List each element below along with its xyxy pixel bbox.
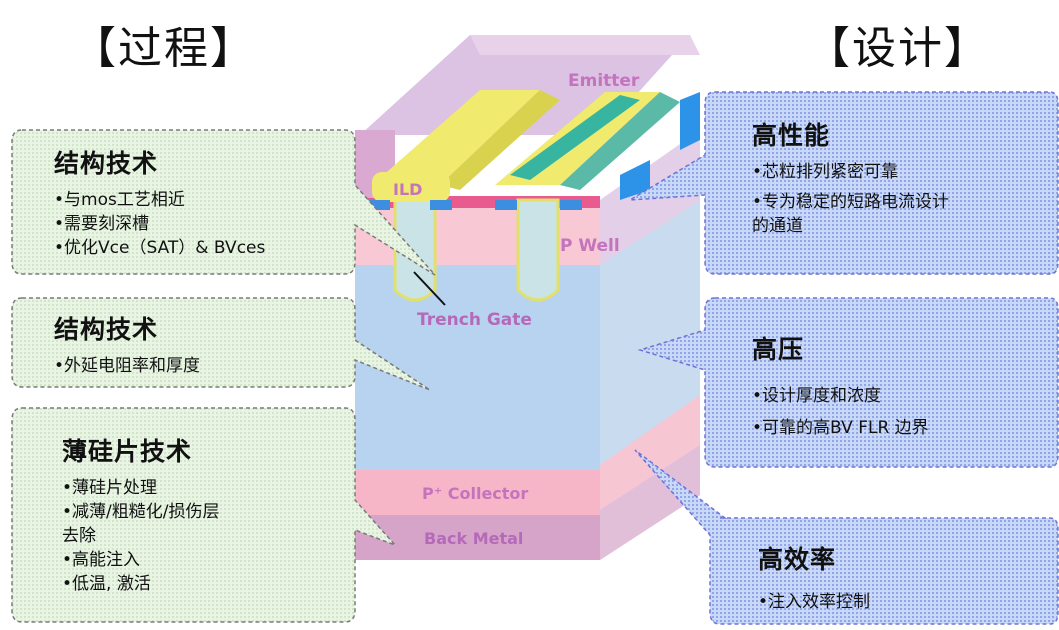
callout-item: •外延电阻率和厚度 — [54, 356, 201, 376]
callout-item: •注入效率控制 — [758, 592, 871, 612]
contact-side-1 — [680, 92, 700, 150]
left-bubble-2-shape — [11, 297, 431, 391]
right-bubble-2-shape — [637, 297, 1059, 468]
ild-label: ILD — [393, 180, 422, 199]
emitter-top-rim — [470, 35, 700, 55]
callout-item: •芯粒排列紧密可靠 — [752, 162, 899, 182]
callout-item: •高能注入 — [62, 550, 141, 570]
trench-gate-label: Trench Gate — [417, 310, 532, 330]
callout-item: •与mos工艺相近 — [54, 190, 185, 210]
contact-3 — [495, 200, 517, 210]
right-bubble-3-shape — [634, 449, 1059, 625]
gate-1-side — [440, 90, 560, 190]
callout-item: •减薄/粗糙化/损伤层 — [62, 502, 220, 522]
side-back-metal — [600, 445, 700, 560]
callout-item: •专为稳定的短路电流设计 — [752, 192, 950, 212]
callout-title: 高性能 — [752, 121, 831, 150]
left-bubble-1-shape — [11, 129, 436, 276]
collector-layer — [355, 470, 600, 515]
gate-2-side — [560, 92, 680, 190]
trench-gate-pointer — [413, 271, 446, 306]
contact-2 — [430, 200, 452, 210]
callout-structure-tech-2: 结构技术 •外延电阻率和厚度 — [40, 302, 340, 386]
contact-4 — [560, 200, 582, 210]
callout-title: 高效率 — [758, 545, 837, 574]
p-collector-label: P⁺ Collector — [422, 484, 528, 503]
emitter-label: Emitter — [568, 71, 640, 91]
callout-item: 的通道 — [752, 216, 803, 236]
contact-1 — [368, 200, 390, 210]
trench-1 — [393, 198, 437, 302]
process-heading: 【过程】 — [72, 23, 256, 74]
contact-side-2 — [620, 160, 650, 200]
trench-2 — [516, 198, 560, 302]
left-bubble-3-shape — [11, 407, 396, 623]
side-collector — [600, 395, 700, 510]
p-well-label: P Well — [560, 236, 620, 256]
callout-structure-tech-1: 结构技术 •与mos工艺相近 •需要刻深槽 •优化Vce（SAT）& BVces — [40, 136, 340, 268]
callout-title: 结构技术 — [54, 315, 159, 344]
callout-title: 结构技术 — [54, 149, 159, 178]
callout-item: •优化Vce（SAT）& BVces — [54, 238, 266, 258]
callout-item: •薄硅片处理 — [62, 478, 158, 498]
callout-title: 薄硅片技术 — [62, 437, 193, 466]
callout-item: •需要刻深槽 — [54, 214, 150, 234]
callout-item: •设计厚度和浓度 — [752, 386, 882, 406]
design-heading: 【设计】 — [806, 23, 990, 74]
back-metal-label: Back Metal — [424, 529, 523, 548]
callout-high-efficiency: 高效率 •注入效率控制 — [744, 532, 1044, 622]
back-metal-layer — [355, 515, 600, 560]
side-substrate — [600, 200, 700, 465]
callout-item: 去除 — [62, 526, 96, 546]
ild-pad — [372, 172, 450, 202]
right-bubble-1-shape — [629, 91, 1059, 275]
gate-2-top — [510, 95, 640, 180]
callout-item: •可靠的高BV FLR 边界 — [752, 418, 929, 438]
callout-high-voltage: 高压 •设计厚度和浓度 •可靠的高BV FLR 边界 — [738, 322, 1048, 448]
callout-high-performance: 高性能 •芯粒排列紧密可靠 •专为稳定的短路电流设计 的通道 — [738, 108, 1048, 246]
callout-item: •低温, 激活 — [62, 574, 151, 594]
gate-1 — [372, 90, 540, 185]
callout-title: 高压 — [752, 335, 805, 364]
callout-thin-wafer-tech: 薄硅片技术 •薄硅片处理 •减薄/粗糙化/损伤层 去除 •高能注入 •低温, 激… — [48, 424, 348, 604]
